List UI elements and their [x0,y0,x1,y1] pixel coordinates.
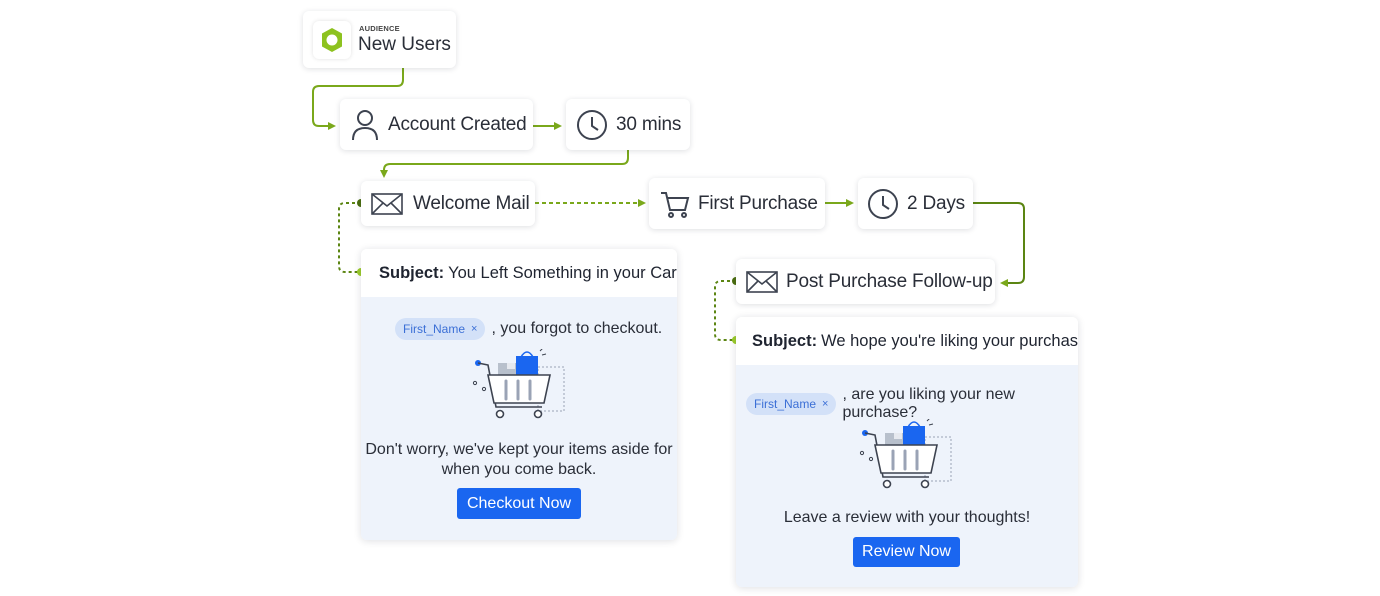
email-body: First_Name × , are you liking your new p… [736,365,1078,587]
wait-2-days-node[interactable]: 2 Days [858,178,973,229]
first-name-chip[interactable]: First_Name × [395,318,486,340]
subject-label: Subject: [752,331,818,350]
audience-logo-icon [313,21,351,59]
wait-2-days-label: 2 Days [907,192,965,214]
greeting-text: , are you liking your new purchase? [842,386,1015,421]
greeting-line: First_Name × , are you liking your new p… [746,386,1078,422]
chip-remove-icon[interactable]: × [471,323,478,335]
subject-text: We hope you're liking your purchase [821,331,1078,350]
email-subject: Subject: We hope you're liking your purc… [736,317,1078,365]
clock-icon [576,109,608,141]
greeting-text: , you forgot to checkout. [491,320,663,337]
audience-title: New Users [358,34,451,55]
message-line-2: when you come back. [441,461,597,478]
envelope-icon [371,192,403,216]
post-purchase-node[interactable]: Post Purchase Follow-up [736,259,995,304]
chip-remove-icon[interactable]: × [822,398,829,410]
message-line-1: Don't worry, we've kept your items aside… [365,441,673,458]
email-body: First_Name × , you forgot to checkout. D… [361,297,677,540]
cart-icon [659,188,691,220]
review-email-card: Subject: We hope you're liking your purc… [736,317,1078,587]
cart-email-card: Subject: You Left Something in your Cart… [361,249,677,540]
wait-30-mins-label: 30 mins [616,113,682,135]
first-name-chip[interactable]: First_Name × [746,393,837,415]
review-now-button[interactable]: Review Now [853,537,960,567]
post-purchase-label: Post Purchase Follow-up [786,270,993,292]
first-purchase-node[interactable]: First Purchase [649,178,825,229]
user-icon [350,108,380,142]
clock-icon [867,188,899,220]
audience-node[interactable]: AUDIENCE New Users [303,11,456,68]
wait-30-mins-node[interactable]: 30 mins [566,99,690,150]
connector-wait-postpurchase [973,202,1025,287]
connector-wait-welcome [380,150,629,178]
chip-label: First_Name [403,322,466,336]
account-created-label: Account Created [388,113,527,135]
shopping-cart-illustration [472,349,565,419]
envelope-icon [746,270,778,294]
account-created-node[interactable]: Account Created [340,99,533,150]
subject-text: You Left Something in your Cart [448,263,677,282]
welcome-mail-label: Welcome Mail [413,192,530,214]
connector-audience-account [312,68,404,130]
first-purchase-label: First Purchase [698,192,818,214]
email-subject: Subject: You Left Something in your Cart [361,249,677,297]
connector-welcome-email [338,202,361,273]
subject-label: Subject: [379,263,445,282]
checkout-now-button[interactable]: Checkout Now [457,488,581,519]
email-message: Leave a review with your thoughts! [783,509,1031,526]
connector-postpurchase-email [714,280,736,341]
welcome-mail-node[interactable]: Welcome Mail [361,181,535,226]
audience-small-label: AUDIENCE [359,24,400,33]
chip-label: First_Name [754,397,817,411]
shopping-cart-illustration [859,419,952,489]
email-message: Don't worry, we've kept your items aside… [361,440,677,480]
greeting-line: First_Name × , you forgot to checkout. [395,318,662,340]
